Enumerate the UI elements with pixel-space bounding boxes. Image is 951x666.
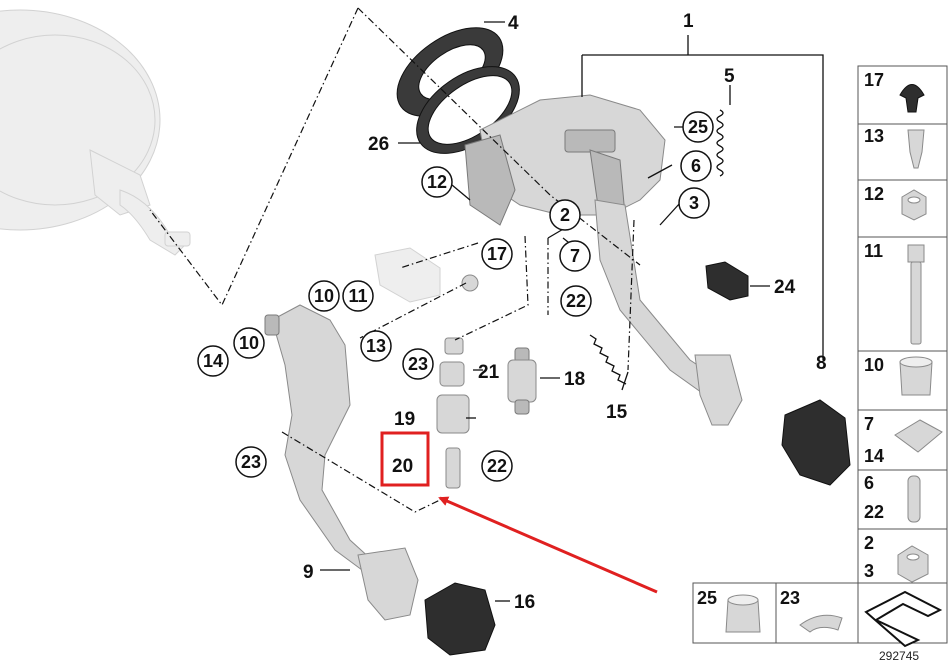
legend-item-11: 11	[864, 241, 925, 345]
svg-text:11: 11	[864, 241, 883, 261]
callout-13: 13	[360, 330, 392, 362]
svg-text:10: 10	[314, 286, 334, 306]
callout-12: 12	[421, 166, 453, 198]
svg-text:10: 10	[239, 333, 259, 353]
bottom-item-23: 23	[780, 588, 843, 633]
label-18: 18	[564, 369, 585, 390]
callout-14: 14	[197, 345, 229, 377]
legend-item-12: 12	[864, 184, 927, 221]
svg-text:13: 13	[864, 126, 884, 146]
callout-23-left: 23	[235, 446, 267, 478]
svg-text:25: 25	[688, 117, 708, 137]
svg-text:23: 23	[408, 354, 428, 374]
svg-text:2: 2	[864, 533, 874, 553]
svg-text:2: 2	[560, 205, 570, 225]
svg-text:17: 17	[487, 244, 507, 264]
label-19: 19	[394, 409, 415, 430]
svg-text:7: 7	[570, 246, 580, 266]
bottom-item-25: 25	[697, 588, 761, 633]
parts-legend: 17 13 12 11 10 7 14 6 22	[857, 65, 948, 594]
svg-text:13: 13	[366, 336, 386, 356]
callout-22-top: 22	[560, 285, 592, 317]
brake-booster-ghost	[0, 9, 191, 256]
master-cylinder-11	[374, 247, 479, 303]
legend-item-17: 17	[864, 70, 925, 113]
damper-18	[507, 347, 537, 415]
svg-text:14: 14	[864, 446, 884, 466]
document-number: 292745	[879, 649, 919, 663]
svg-text:17: 17	[864, 70, 884, 90]
legend-item-13: 13	[864, 126, 925, 169]
diagram-symbol-icon	[864, 590, 943, 648]
bottom-parts-box: 25 23	[692, 582, 948, 648]
svg-text:23: 23	[241, 452, 261, 472]
svg-text:10: 10	[864, 355, 884, 375]
label-5: 5	[724, 66, 735, 87]
callout-17: 17	[481, 238, 513, 270]
legend-item-2-3: 2 3	[864, 533, 929, 583]
callout-10-bottom: 10	[233, 327, 265, 359]
label-8: 8	[816, 353, 827, 374]
svg-text:25: 25	[697, 588, 717, 608]
callout-10-top: 10	[308, 280, 340, 312]
label-9: 9	[303, 562, 314, 583]
sleeve-21	[439, 361, 465, 387]
legend-item-10: 10	[864, 355, 933, 396]
svg-text:22: 22	[487, 456, 507, 476]
callout-11: 11	[342, 280, 374, 312]
brake-pedal	[594, 199, 743, 426]
callout-22-bottom: 22	[481, 450, 513, 482]
legend-item-6-22: 6 22	[864, 473, 921, 523]
switch-24	[705, 261, 749, 301]
pedal-pad-16	[424, 582, 496, 656]
svg-text:3: 3	[689, 193, 699, 213]
svg-text:14: 14	[203, 351, 223, 371]
highlight-box	[380, 431, 430, 487]
svg-text:7: 7	[864, 414, 874, 434]
assembly-lines	[149, 7, 641, 513]
leader-lines	[320, 21, 824, 602]
label-4: 4	[508, 13, 519, 34]
callout-23-middle: 23	[402, 348, 434, 380]
spring-25	[716, 109, 724, 177]
label-16: 16	[514, 592, 535, 613]
label-24: 24	[774, 277, 796, 298]
svg-text:6: 6	[864, 473, 874, 493]
spring-19	[436, 394, 470, 434]
svg-text:23: 23	[780, 588, 800, 608]
svg-text:12: 12	[427, 172, 447, 192]
legend-item-7-14: 7 14	[864, 414, 943, 466]
label-21: 21	[478, 362, 500, 383]
svg-text:11: 11	[348, 286, 367, 306]
label-1: 1	[683, 11, 694, 32]
label-15: 15	[606, 402, 628, 423]
bushing-23-top	[444, 337, 464, 355]
label-26: 26	[368, 134, 389, 155]
pedal-pad-8	[781, 399, 851, 486]
clutch-pedal-9	[264, 304, 419, 621]
spring-15	[589, 334, 627, 385]
red-arrow	[438, 496, 658, 594]
svg-text:22: 22	[864, 502, 884, 522]
bolt-20	[445, 447, 461, 489]
callout-6: 6	[680, 150, 712, 182]
callout-3: 3	[678, 187, 710, 219]
label-20: 20	[392, 456, 413, 477]
svg-text:12: 12	[864, 184, 884, 204]
svg-text:3: 3	[864, 561, 874, 581]
callout-7: 7	[559, 240, 591, 272]
callout-25: 25	[682, 111, 714, 143]
pedal-bracket	[464, 94, 666, 226]
svg-text:6: 6	[691, 156, 701, 176]
callout-2: 2	[549, 199, 581, 231]
svg-text:22: 22	[566, 291, 586, 311]
